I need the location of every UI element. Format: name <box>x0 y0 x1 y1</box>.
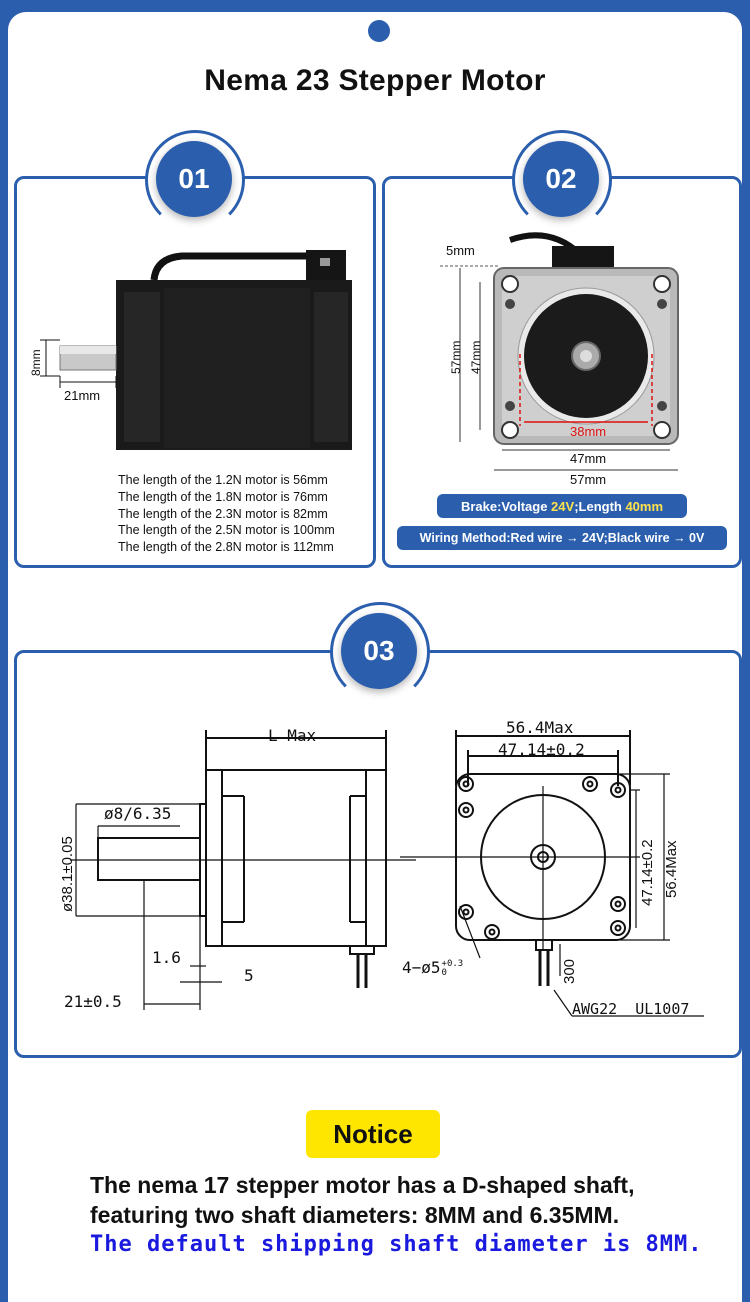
motor-side-view <box>40 250 352 450</box>
page-title: Nema 23 Stepper Motor <box>204 64 546 97</box>
holes-spec: 4−ø5 <box>402 958 441 977</box>
shaft-diameter-label: 8mm <box>29 349 43 376</box>
motor-front-view <box>440 232 679 471</box>
wire-spec-label: AWG22 UL1007 <box>572 1000 690 1018</box>
notice-text: The nema 17 stepper motor has a D-shaped… <box>90 1170 710 1260</box>
holes-tol-top: +0.3 <box>441 958 464 969</box>
brake-prefix: Brake:Voltage <box>460 498 552 514</box>
lead-length-box: 300 <box>561 959 578 984</box>
dim-57mm-horizontal: 57mm <box>570 472 607 487</box>
boss-diameter-label: ø38.1±0.05 <box>59 836 76 912</box>
panel-technical-drawing <box>14 650 742 1058</box>
vertical-dims: 57mm 47mm <box>449 341 483 374</box>
brake-voltage: 24V <box>551 498 575 514</box>
shaft-diameter-label-box: 8mm <box>29 349 43 376</box>
technical-drawing <box>70 730 704 1017</box>
notice-line-1: The nema 17 stepper motor has a D-shaped… <box>90 1172 635 1198</box>
list-item: The length of the 1.8N motor is 76mm <box>118 489 328 504</box>
wiring-method-badge: Wiring Method:Red wire → 24V;Black wire … <box>397 526 727 550</box>
hole-spacing-h-label: 47.14±0.2 <box>498 740 585 759</box>
notice-line-3: The default shipping shaft diameter is 8… <box>90 1232 703 1257</box>
shaft-diameter-label: ø8/6.35 <box>104 804 172 823</box>
dim-21-label: 21±0.5 <box>64 992 122 1011</box>
width-max-label: 56.4Max <box>506 718 574 737</box>
l-max-label: L Max <box>268 726 317 745</box>
dim-38mm-label: 38mm <box>570 424 607 439</box>
dim-47mm-horizontal: 47mm <box>570 451 607 466</box>
list-item: The length of the 2.8N motor is 112mm <box>118 540 334 555</box>
boss-diameter-box: ø38.1±0.05 <box>59 836 76 912</box>
motor-length-list: The length of the 1.2N motor is 56mm The… <box>118 472 335 556</box>
list-item: The length of the 2.3N motor is 82mm <box>118 506 328 521</box>
dim-5-label: 5 <box>244 966 254 985</box>
height-max-label: 56.4Max <box>663 840 680 898</box>
dim-1-6-label: 1.6 <box>152 948 181 967</box>
dim-57mm-vertical: 57mm <box>449 341 463 374</box>
hole-spacing-v-label: 47.14±0.2 <box>639 839 656 906</box>
brake-mid: ;Length <box>574 498 626 514</box>
badge-01: 01 <box>156 141 232 217</box>
list-item: The length of the 2.5N motor is 100mm <box>118 523 335 538</box>
shaft-length-label: 21mm <box>64 388 101 403</box>
vertical-spacing-box: 47.14±0.2 56.4Max <box>639 839 680 906</box>
top-dot-decoration <box>368 20 390 42</box>
lead-length-label: 300 <box>561 959 578 984</box>
brake-spec-badge: Brake:Voltage 24V;Length 40mm <box>437 494 687 518</box>
list-item: The length of the 1.2N motor is 56mm <box>118 473 328 487</box>
badge-03: 03 <box>341 613 417 689</box>
brake-length: 40mm <box>625 498 664 514</box>
notice-badge: Notice <box>306 1110 440 1158</box>
dim-47mm-vertical: 47mm <box>469 341 483 374</box>
dim-5mm-label: 5mm <box>446 243 475 258</box>
notice-line-2: featuring two shaft diameters: 8MM and 6… <box>90 1202 620 1228</box>
badge-02: 02 <box>523 141 599 217</box>
holes-tol-bottom: 0 <box>441 967 447 978</box>
